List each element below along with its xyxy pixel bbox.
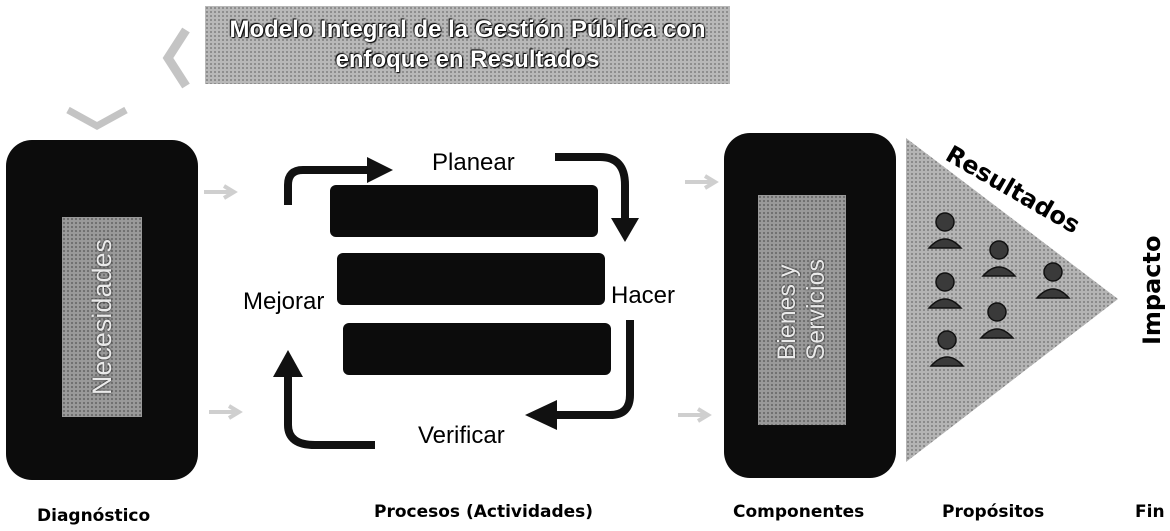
hacer-label: Hacer [611,282,676,309]
goods-services-line-1: Bienes y [773,264,801,361]
fin-label: Fin [1135,502,1165,522]
procesos-label: Procesos (Actividades) [374,502,594,522]
diagnostic-box: Necesidades [6,140,198,480]
banner-line-2: enfoque en Resultados [335,46,600,73]
results-triangle [906,138,1118,462]
planear-label: Planear [432,149,515,176]
banner-line-1: Modelo Integral de la Gestión Pública co… [229,16,706,43]
propositos-label: Propósitos [942,502,1045,522]
pdca-cycle-arrows [273,153,639,449]
verificar-label: Verificar [418,422,505,449]
impacto-label: Impacto [1138,235,1166,346]
goods-services-label: Bienes y Servicios [773,259,831,360]
goods-services-line-2: Servicios [802,259,830,361]
people-icon [927,212,1071,367]
process-bar-2 [337,253,605,305]
arrow-right-icon [678,407,712,423]
arrow-right-icon [209,404,243,420]
chevron-left-icon [162,27,190,89]
needs-label: Necesidades [86,238,117,396]
componentes-label: Componentes [733,502,865,522]
mejorar-label: Mejorar [243,288,325,315]
needs-panel: Necesidades [62,217,142,417]
diagnostico-label: Diagnóstico [37,506,151,526]
title-banner: Modelo Integral de la Gestión Pública co… [205,6,730,84]
arrow-right-icon [685,174,719,190]
components-box: Bienes y Servicios [724,133,896,478]
process-bar-1 [330,185,598,237]
goods-services-panel: Bienes y Servicios [758,195,846,425]
process-bar-3 [343,323,611,375]
arrow-right-icon [204,184,238,200]
chevron-down-icon [66,106,128,130]
